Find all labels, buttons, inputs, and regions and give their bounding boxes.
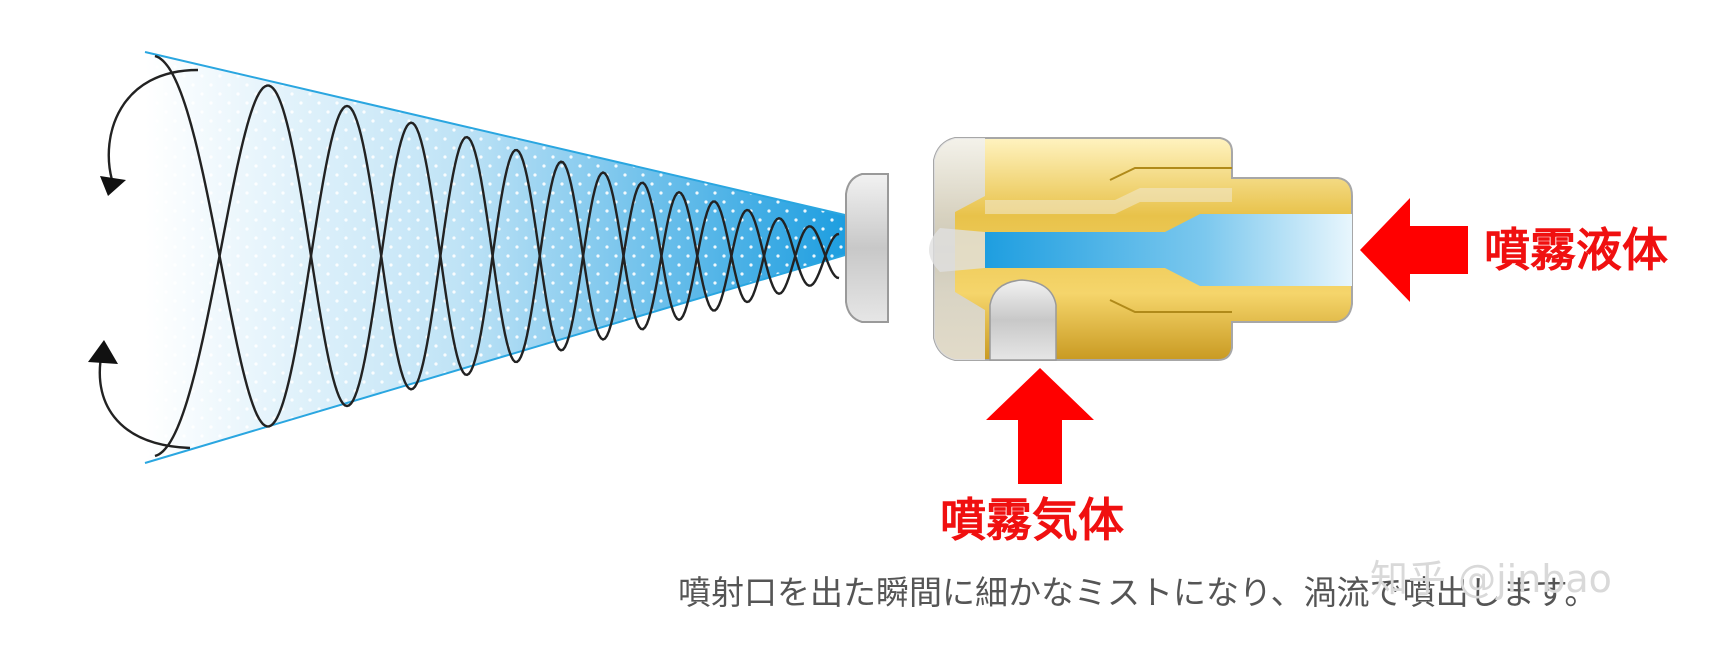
curved-arrow-icon xyxy=(100,68,199,196)
curved-arrow-icon xyxy=(88,340,191,450)
swirl-helix xyxy=(154,54,840,458)
nozzle xyxy=(845,137,1353,361)
arrow-up-icon xyxy=(986,368,1094,484)
gas-label: 噴霧気体 xyxy=(940,493,1124,547)
liquid-channel xyxy=(985,214,1352,286)
caption: 噴射口を出た瞬間に細かなミストになり、渦流で噴出します。 xyxy=(678,573,1597,612)
spray-cone xyxy=(144,51,846,464)
nozzle-tip xyxy=(845,173,889,323)
gas-inlet-port xyxy=(989,279,1057,361)
watermark: 知乎 @jinbao xyxy=(1370,557,1612,601)
liquid-label: 噴霧液体 xyxy=(1484,223,1668,277)
arrow-left-icon xyxy=(1360,198,1468,302)
